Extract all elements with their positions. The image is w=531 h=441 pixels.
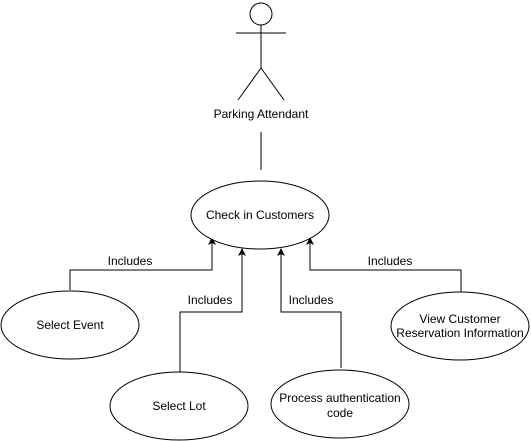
actor-head	[249, 2, 273, 26]
includes-label-select-lot: Includes	[188, 293, 233, 307]
use-case-label: Check in Customers	[206, 208, 314, 222]
use-case-process-authentication-code[interactable]: Process authentication code	[270, 369, 410, 439]
include-connector-select-event[interactable]	[69, 237, 216, 290]
use-case-ellipse	[190, 180, 330, 250]
use-case-label-line-1: Process authentication	[279, 391, 400, 405]
includes-label-process-auth: Includes	[289, 293, 334, 307]
include-connector-process-auth[interactable]	[277, 248, 342, 368]
use-case-label-line-2: code	[327, 406, 353, 420]
actor-left-leg	[237, 67, 262, 101]
include-connector-select-lot[interactable]	[179, 248, 246, 373]
use-case-ellipse	[0, 290, 140, 360]
use-case-ellipse	[390, 291, 530, 361]
use-case-label-line-2: Reservation Information	[396, 326, 523, 340]
use-case-check-in-customers[interactable]: Check in Customers	[190, 180, 330, 250]
use-case-select-lot[interactable]: Select Lot	[109, 371, 249, 441]
actor-label: Parking Attendant	[214, 107, 309, 121]
use-case-ellipse	[109, 371, 249, 441]
include-connector-view-reservation[interactable]	[306, 237, 462, 293]
use-case-label: Select Event	[36, 318, 104, 332]
includes-label-select-event: Includes	[108, 254, 153, 268]
actor-parking-attendant[interactable]: Parking Attendant	[214, 2, 309, 121]
use-case-ellipse	[270, 369, 410, 439]
includes-label-view-reservation: Includes	[368, 254, 413, 268]
use-case-label: Select Lot	[152, 399, 206, 413]
use-case-select-event[interactable]: Select Event	[0, 290, 140, 360]
actor-right-leg	[260, 67, 285, 101]
use-case-view-customer-reservation[interactable]: View Customer Reservation Information	[390, 291, 530, 361]
use-case-label-line-1: View Customer	[419, 312, 500, 326]
